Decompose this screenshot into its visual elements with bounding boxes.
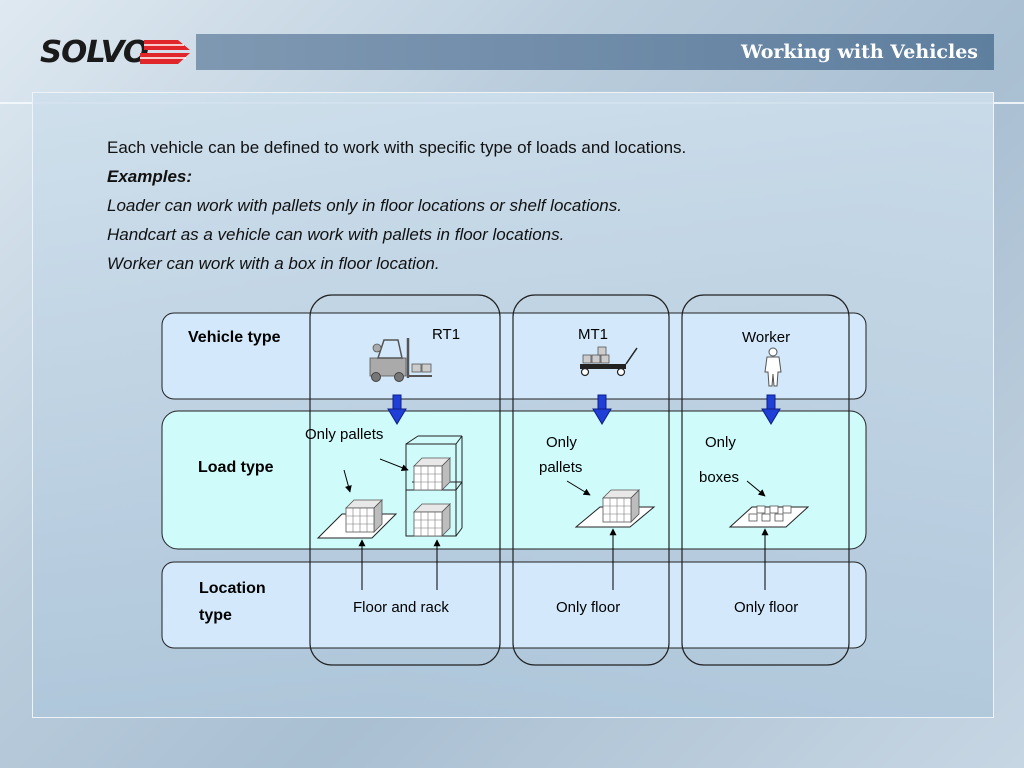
worker-icon (764, 347, 782, 387)
location-label-mt1: Only floor (556, 599, 621, 616)
load-label-mt1-line1: Only (546, 434, 577, 451)
solvo-logo: SOLVO (40, 35, 190, 70)
location-label-worker: Only floor (734, 599, 799, 616)
down-arrow-worker (761, 394, 781, 425)
svg-text:SOLVO: SOLVO (40, 35, 149, 70)
row-label-vehicle-type: Vehicle type (188, 329, 281, 346)
title-bar: Working with Vehicles (196, 34, 994, 70)
intro-line: Each vehicle can be defined to work with… (107, 138, 687, 157)
row-label-load-type: Load type (198, 459, 274, 476)
load-label-mt1-line2: pallets (539, 459, 583, 476)
load-label-worker-line2: boxes (699, 469, 740, 486)
rt1-floor-pallet (316, 499, 398, 539)
row-load-type (161, 410, 867, 550)
column-worker (681, 294, 850, 666)
row-vehicle-type (161, 312, 867, 400)
intro-text: Each vehicle can be defined to work with… (107, 133, 686, 278)
worker-floor-boxes (728, 505, 810, 528)
down-arrow-mt1 (592, 394, 612, 425)
down-arrow-rt1 (387, 394, 407, 425)
slide-title: Working with Vehicles (740, 41, 978, 63)
mt1-floor-pallet (574, 489, 656, 528)
handcart-icon (580, 346, 638, 377)
column-mt1 (512, 294, 670, 666)
row-label-location-type-2: type (199, 607, 232, 624)
example-handcart: Handcart as a vehicle can work with pall… (107, 225, 565, 244)
row-label-location-type-1: Location (199, 580, 266, 597)
rt1-rack (405, 435, 463, 537)
vehicle-name-worker: Worker (742, 329, 791, 346)
example-worker: Worker can work with a box in floor loca… (107, 254, 440, 273)
load-label-worker-line1: Only (705, 434, 736, 451)
forklift-icon (369, 338, 432, 382)
column-rt1 (309, 294, 501, 666)
vehicle-name-mt1: MT1 (578, 326, 608, 343)
vehicle-name-rt1: RT1 (432, 326, 461, 343)
location-label-rt1: Floor and rack (353, 599, 449, 616)
examples-label: Examples: (107, 167, 193, 186)
example-loader: Loader can work with pallets only in flo… (107, 196, 622, 215)
load-label-rt1: Only pallets (305, 426, 384, 443)
